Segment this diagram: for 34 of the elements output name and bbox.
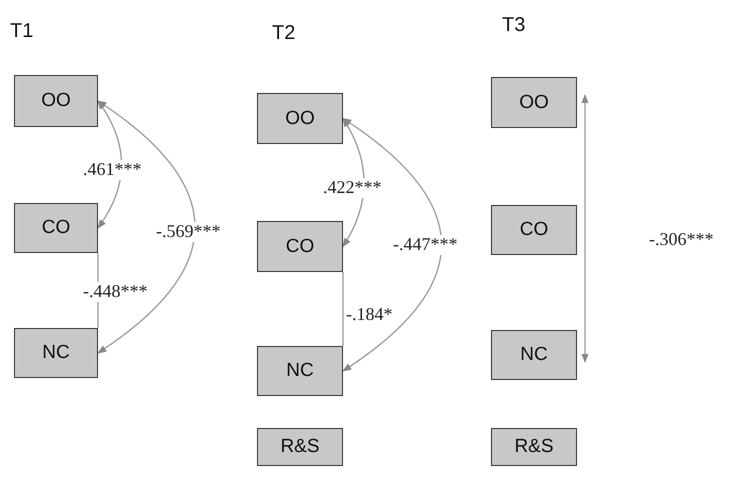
- variable-box: [257, 93, 343, 144]
- variable-box: [491, 428, 577, 466]
- variable-label: CO: [42, 217, 70, 239]
- edge-label: .422***: [322, 178, 382, 198]
- variable-label: OO: [519, 92, 549, 114]
- variable-label: CO: [520, 219, 548, 241]
- variable-label: OO: [285, 108, 315, 130]
- variable-box: [14, 328, 98, 378]
- variable-box: [257, 221, 343, 272]
- variable-box: [257, 428, 343, 466]
- connector-line: [342, 272, 344, 346]
- variable-box: [257, 346, 343, 396]
- variable-box: [14, 203, 98, 253]
- column-heading: T2: [272, 22, 296, 45]
- variable-label: CO: [286, 236, 314, 258]
- variable-box: [491, 77, 577, 128]
- edge-label: -.447***: [392, 235, 458, 255]
- variable-label: NC: [42, 342, 70, 364]
- variable-box: [491, 330, 577, 380]
- variable-label: NC: [286, 360, 314, 382]
- variable-label: R&S: [280, 436, 320, 458]
- double-headed-arrow: [342, 118, 442, 372]
- variable-box: [14, 75, 98, 127]
- variable-box: [491, 205, 577, 255]
- column-heading: T3: [502, 14, 526, 37]
- edge-label: -.569***: [155, 222, 222, 242]
- variable-label: R&S: [514, 436, 554, 458]
- double-headed-arrow: [97, 100, 196, 354]
- double-headed-arrow: [581, 94, 589, 363]
- edge-label: -.448***: [82, 282, 148, 302]
- variable-label: OO: [41, 90, 71, 112]
- column-heading: T1: [10, 20, 34, 43]
- variable-label: NC: [520, 344, 548, 366]
- edge-label: .461***: [82, 160, 142, 180]
